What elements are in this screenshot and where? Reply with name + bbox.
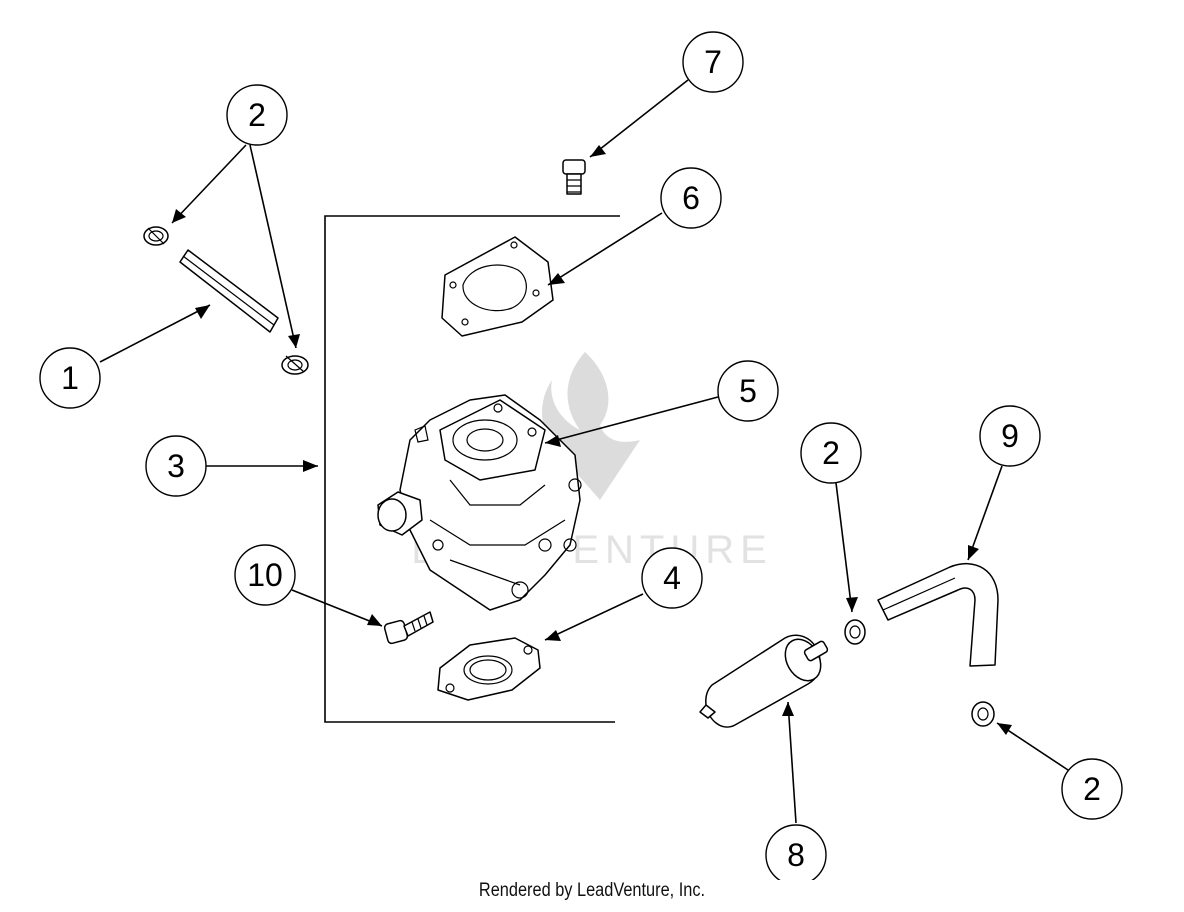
mounting-screw-part [383, 611, 434, 645]
callout-4-label: 4 [663, 560, 681, 596]
hose-clamp-part [143, 226, 169, 246]
callout-6: 6 [660, 167, 722, 229]
leader-lines [99, 79, 1069, 824]
fuel-hose-part [179, 249, 279, 333]
callout-9: 9 [979, 405, 1041, 467]
callout-5-label: 5 [739, 373, 757, 409]
callout-5: 5 [717, 360, 779, 422]
callout-1: 1 [39, 347, 101, 409]
upper-gasket-part [441, 236, 554, 337]
callout-2-middle-label: 2 [822, 435, 840, 471]
elbow-hose-part [877, 562, 999, 667]
carburetor-part [377, 394, 582, 611]
screw-part [562, 159, 586, 195]
callout-3: 3 [145, 435, 207, 497]
parts-diagram: LEADVENTURE [39, 31, 1123, 880]
callout-6-label: 6 [682, 180, 700, 216]
fuel-filter-part [699, 634, 829, 728]
callout-8: 8 [765, 824, 827, 880]
hose-clamp-part [844, 619, 866, 645]
callout-1-label: 1 [61, 360, 79, 396]
callout-3-label: 3 [167, 448, 185, 484]
lower-gasket-part [437, 637, 541, 701]
hose-clamp-part [281, 355, 309, 375]
footer-credit: Rendered by LeadVenture, Inc. [478, 880, 706, 901]
callout-4: 4 [641, 547, 703, 609]
callout-8-label: 8 [787, 837, 805, 873]
callout-2-bottom-label: 2 [1083, 771, 1101, 807]
callout-2-top-label: 2 [248, 97, 266, 133]
callout-10: 10 [234, 544, 296, 606]
callout-9-label: 9 [1001, 418, 1019, 454]
callout-2-top: 2 [226, 84, 288, 146]
callout-7: 7 [682, 31, 744, 93]
watermark-flame-icon [542, 352, 640, 500]
callout-2-middle: 2 [800, 422, 862, 484]
assembly-bracket [324, 215, 620, 723]
hose-clamp-part [971, 701, 995, 727]
callout-10-label: 10 [247, 557, 283, 593]
callout-2-bottom: 2 [1061, 758, 1123, 820]
callout-7-label: 7 [704, 44, 722, 80]
